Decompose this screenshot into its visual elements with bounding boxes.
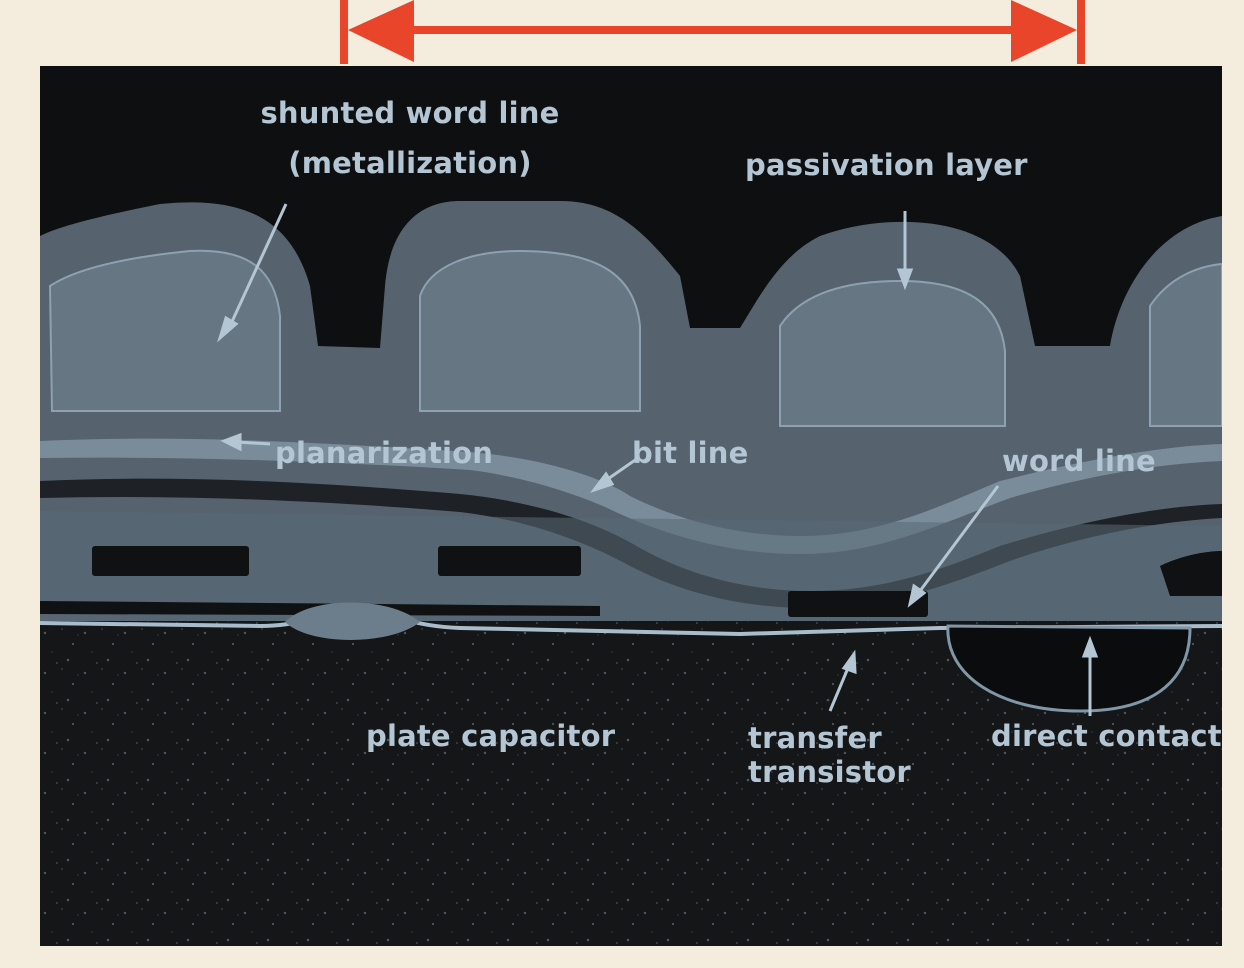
capacitor-cavity-left [92,546,249,576]
label-direct-contact: direct contact [991,719,1222,753]
plate-capacitor-lens [285,602,420,640]
dark-streak-right [1160,551,1222,596]
pointer-bit-line-head [589,471,615,493]
metallization-inner-3 [779,279,1006,427]
label-shunted-word-line-line1: shunted word line [260,96,560,130]
pointer-word-line-head [907,583,927,608]
label-transfer-transistor: transfer transistor [748,721,911,789]
label-word-line: word line [1002,444,1156,478]
label-bit-line: bit line [632,436,749,470]
pitch-arrowhead-left [348,0,414,62]
label-passivation-layer: passivation layer [745,148,1028,182]
pointer-transfer-transistor-head [841,649,857,675]
pointer-bit-line [604,456,639,483]
cell-pitch-arrow [340,0,1085,64]
metallization-inner-2 [419,249,641,412]
pointer-shunted-word-line [228,203,288,327]
pointer-word-line [918,485,1000,592]
pointer-transfer-transistor [828,667,850,712]
cross-section-drawing [40,201,1222,946]
label-transfer-transistor-line2: transistor [748,755,911,789]
pointer-direct-contact-head [1081,635,1099,658]
pointer-shunted-word-line-head [217,315,239,343]
label-transfer-transistor-line1: transfer [748,721,882,755]
pointer-passivation-layer-head [896,268,914,291]
pointer-planarization [235,440,271,446]
pointer-planarization-head [220,432,242,452]
word-line-cavity [788,591,928,617]
label-planarization: planarization [275,436,494,470]
direct-contact-well [946,624,1192,713]
label-shunted-word-line-line2: (metallization) [288,146,532,180]
sem-micrograph: shunted word line (metallization) passiv… [40,66,1222,946]
metallization-inner [48,249,281,412]
capacitor-cavity-center [438,546,581,576]
pitch-arrowhead-right [1011,0,1077,62]
metallization-inner-4 [1149,262,1222,427]
label-shunted-word-line: shunted word line (metallization) [230,96,590,180]
label-plate-capacitor: plate capacitor [366,719,616,753]
